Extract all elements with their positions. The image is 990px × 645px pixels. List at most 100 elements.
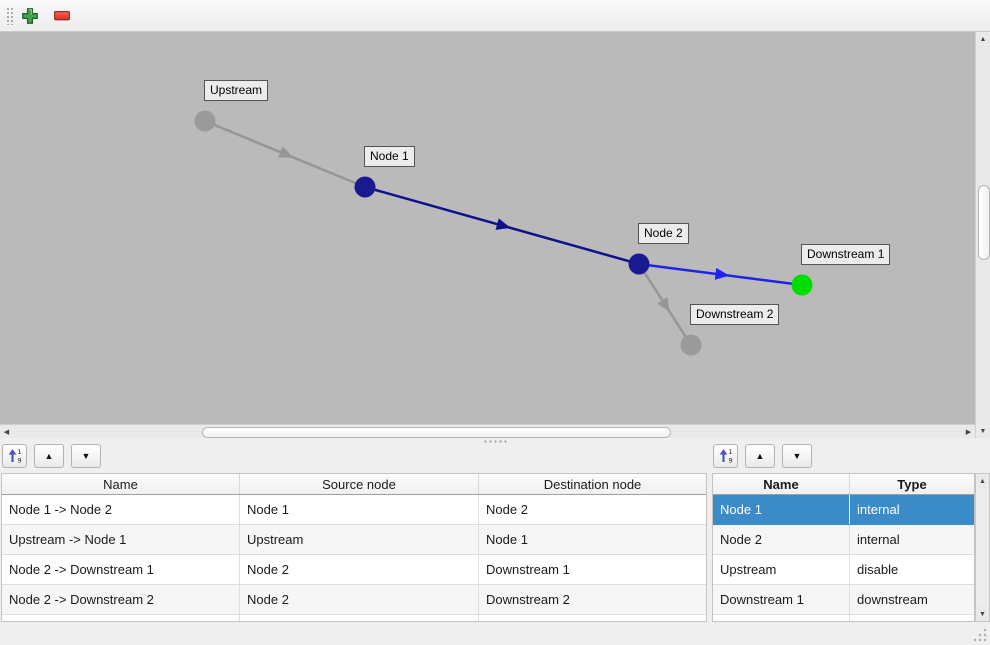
table-cell[interactable]: Node 2 -> Downstream 1 [2,554,240,585]
canvas-horizontal-scrollbar[interactable]: ◀ ▶ [0,424,975,438]
sort-ascending-icon: 1 9 [719,448,732,465]
edge-arrow-icon [278,146,294,158]
svg-text:1: 1 [17,448,21,456]
move-up-button[interactable]: ▲ [745,444,775,468]
table-cell[interactable]: downstream [849,584,974,615]
edge-arrow-icon [495,218,511,230]
arrow-up-icon: ▲ [979,35,987,43]
arrow-down-icon: ▼ [979,610,986,618]
move-down-icon: ▼ [792,451,802,461]
table-cell[interactable]: Downstream 1 [713,584,850,615]
add-button[interactable] [18,4,42,28]
nodes-table-scrollbar[interactable]: ▲ ▼ [975,473,990,622]
svg-text:1: 1 [728,448,732,456]
node-label-downstream2[interactable]: Downstream 2 [690,304,780,325]
table-cell[interactable]: internal [849,494,974,525]
edge-arrow-icon [657,297,670,313]
column-header-source-node[interactable]: Source node [239,474,479,495]
status-bar [0,622,990,645]
node-label-upstream[interactable]: Upstream [204,80,269,101]
empty-row [713,614,974,621]
column-header-destination-node[interactable]: Destination node [478,474,706,495]
splitter-handle-icon [483,440,507,443]
edge-arrow-icon [714,267,730,280]
node-label-downstream1[interactable]: Downstream 1 [801,244,891,265]
move-up-icon: ▲ [755,451,765,461]
table-cell[interactable]: Node 2 [239,584,479,615]
scroll-left-button[interactable]: ◀ [0,425,13,438]
svg-text:9: 9 [728,457,732,465]
vertical-scroll-thumb[interactable] [978,185,990,260]
graph-node-downstream2[interactable] [680,334,702,356]
table-cell[interactable]: Upstream -> Node 1 [2,524,240,555]
table-cell[interactable]: Upstream [239,524,479,555]
move-down-button[interactable]: ▼ [782,444,812,468]
table-cell[interactable]: Node 2 -> Downstream 2 [2,584,240,615]
table-cell[interactable]: Node 1 [239,494,479,525]
horizontal-scroll-thumb[interactable] [202,427,671,438]
table-cell[interactable]: Node 1 -> Node 2 [2,494,240,525]
table-cell[interactable]: internal [849,524,974,555]
move-down-icon: ▼ [81,451,91,461]
scroll-up-button[interactable]: ▲ [976,32,990,46]
table-cell[interactable]: Node 2 [713,524,850,555]
column-header-name[interactable]: Name [713,474,850,495]
graph-node-node2[interactable] [628,253,650,275]
arrow-up-icon: ▲ [979,477,986,485]
column-header-type[interactable]: Type [849,474,974,495]
scroll-right-button[interactable]: ▶ [962,425,975,438]
canvas-vertical-scrollbar[interactable]: ▲ ▼ [975,32,990,438]
nodes-table-toolbar: 1 9 ▲ ▼ [713,444,812,470]
table-cell[interactable]: Downstream 2 [478,584,706,615]
column-header-name[interactable]: Name [2,474,240,495]
panel-splitter[interactable] [0,438,990,444]
empty-row [2,614,706,621]
table-cell[interactable]: Node 2 [478,494,706,525]
graph-node-downstream1[interactable] [791,274,813,296]
graph-node-node1[interactable] [354,176,376,198]
edges-table-toolbar: 1 9 ▲ ▼ [2,444,101,470]
table-cell[interactable]: Node 1 [478,524,706,555]
arrow-left-icon: ◀ [3,428,10,436]
plus-icon [22,8,38,24]
table-cell[interactable]: Node 2 [239,554,479,585]
graph-node-upstream[interactable] [194,110,216,132]
graph-svg [194,110,813,356]
table-cell[interactable]: Node 1 [713,494,850,525]
scroll-down-button[interactable]: ▼ [976,607,989,621]
table-cell[interactable]: Upstream [713,554,850,585]
svg-text:9: 9 [17,457,21,465]
move-up-button[interactable]: ▲ [34,444,64,468]
arrow-right-icon: ▶ [965,428,972,436]
main-toolbar [0,0,990,32]
toolbar-drag-handle[interactable] [6,7,14,25]
minus-icon [54,11,70,21]
scroll-down-button[interactable]: ▼ [976,424,990,438]
resize-grip-icon[interactable] [972,627,988,643]
sort-button[interactable]: 1 9 [713,444,738,468]
table-cell[interactable]: disable [849,554,974,585]
move-up-icon: ▲ [44,451,54,461]
table-cell[interactable]: Downstream 1 [478,554,706,585]
node-label-node2[interactable]: Node 2 [638,223,689,244]
remove-button[interactable] [50,4,74,28]
sort-button[interactable]: 1 9 [2,444,27,468]
node-label-node1[interactable]: Node 1 [364,146,415,167]
move-down-button[interactable]: ▼ [71,444,101,468]
scroll-up-button[interactable]: ▲ [976,474,989,488]
